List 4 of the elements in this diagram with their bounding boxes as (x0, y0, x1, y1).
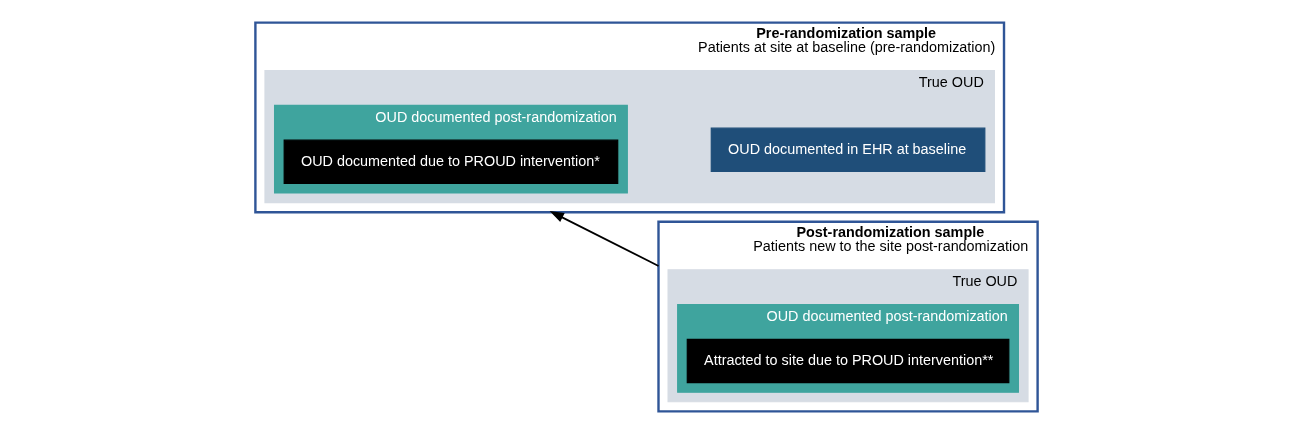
node-box: OUD documented due to PROUD intervention* (283, 139, 618, 184)
node-box: OUD documented in EHR at baseline (710, 127, 985, 172)
arrow (549, 210, 659, 267)
node-box: Attracted to site due to PROUD intervention** (686, 338, 1009, 384)
